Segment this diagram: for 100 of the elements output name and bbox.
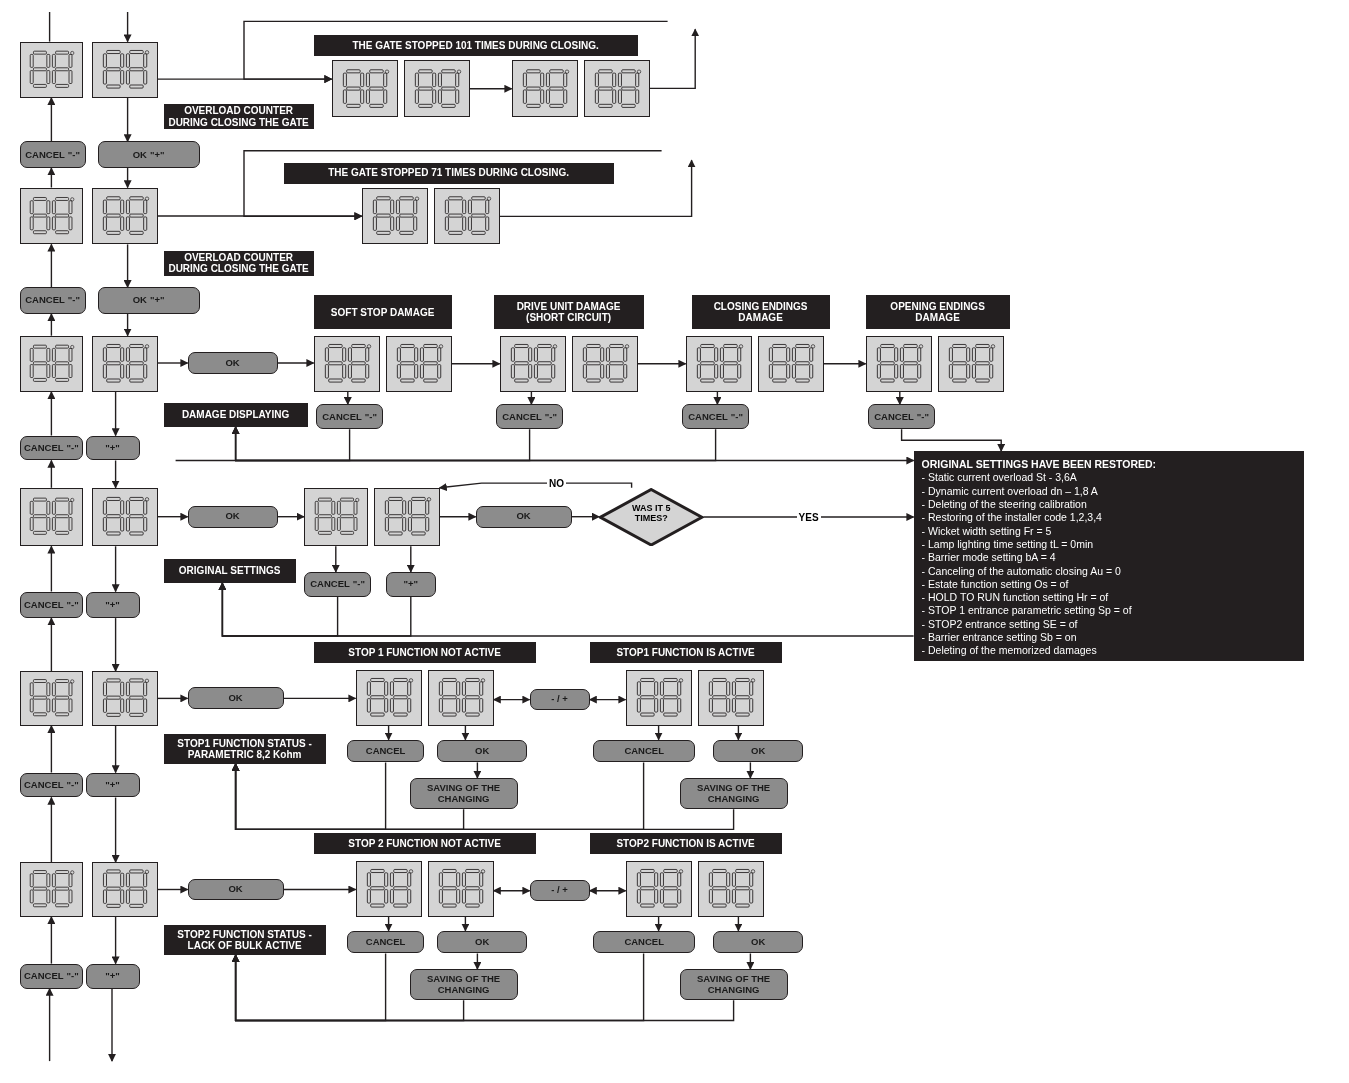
keypad-button: OK — [713, 739, 804, 763]
keypad-button: SAVING OF THE CHANGING — [679, 969, 788, 1001]
display-panel — [91, 187, 158, 245]
info-panel — [913, 451, 1304, 661]
keypad-button: OK — [713, 930, 804, 954]
arrow — [156, 212, 363, 220]
keypad-button: CANCEL "-" — [304, 572, 372, 597]
list-item: - Restoring of the installer code 1,2,3,4 — [921, 511, 1103, 525]
arrow — [156, 359, 189, 367]
display-panel — [865, 335, 932, 392]
arrow — [218, 582, 915, 637]
keypad-button: OK "+" — [97, 287, 200, 314]
arrow — [47, 459, 56, 489]
arrow — [123, 97, 132, 143]
heading-band: STOP1 FUNCTION STATUS - PARAMETRIC 8,2 Kohm — [163, 734, 326, 764]
keypad-button: OK — [187, 352, 278, 374]
arrow — [702, 513, 915, 521]
keypad-button: OK — [437, 739, 528, 763]
arrow — [45, 987, 54, 1062]
list-item: - Static current overload St - 3,6A — [921, 471, 1078, 485]
list-item: - Lamp lighting time setting tL = 0min — [921, 537, 1095, 552]
arrow — [492, 695, 531, 704]
display-panel — [697, 860, 764, 917]
arrow — [231, 763, 735, 831]
heading-band: THE GATE STOPPED 101 TIMES DURING CLOSING. — [313, 35, 638, 57]
heading-band: SOFT STOP DAMAGE — [313, 295, 452, 330]
arrow — [406, 545, 415, 573]
display-panel — [427, 669, 494, 726]
keypad-button: "+" — [85, 772, 140, 798]
heading-band: OVERLOAD COUNTER DURING CLOSING THE GATE — [163, 104, 314, 129]
display-panel — [19, 862, 84, 917]
keypad-button: SAVING OF THE CHANGING — [679, 777, 788, 810]
display-panel — [373, 487, 440, 547]
arrow — [47, 313, 56, 337]
display-panel — [625, 669, 692, 726]
display-panel — [313, 335, 380, 392]
arrow — [111, 617, 120, 672]
keypad-button: OK — [187, 505, 278, 528]
keypad-button: "+" — [85, 963, 140, 989]
heading-band: DAMAGE DISPLAYING — [163, 402, 308, 427]
arrow — [47, 243, 56, 288]
display-panel — [91, 335, 158, 392]
arrow — [895, 391, 904, 406]
heading-band: CLOSING ENDINGS DAMAGE — [691, 295, 830, 330]
arrow — [654, 725, 663, 741]
display-panel — [625, 860, 692, 917]
arrow — [231, 426, 717, 462]
arrow — [461, 725, 470, 741]
arrow — [498, 159, 696, 218]
display-panel — [403, 60, 470, 118]
list-item: - Canceling of the automatic closing Au = 0 — [921, 564, 1122, 578]
keypad-button: OK — [187, 878, 284, 901]
arrow — [276, 359, 315, 367]
arrow — [282, 694, 357, 703]
decision-text: WAS IT 5 TIMES? — [631, 504, 672, 524]
arrow — [384, 916, 393, 932]
keypad-button: CANCEL "-" — [19, 591, 84, 619]
arrow — [438, 482, 633, 491]
list-item: - Wicket width setting Fr = 5 — [921, 524, 1053, 538]
keypad-button: CANCEL "-" — [682, 404, 750, 430]
arrow — [734, 916, 743, 932]
arrow — [156, 512, 189, 521]
arrow — [492, 886, 531, 895]
keypad-button: CANCEL — [593, 930, 696, 954]
arrow — [47, 167, 56, 189]
arrow — [231, 954, 735, 1022]
keypad-button: OK "+" — [97, 141, 200, 168]
display-panel — [499, 335, 566, 392]
arrow — [47, 796, 56, 863]
list-item: - Estate function setting Os = of — [921, 577, 1070, 592]
heading-band: STOP2 FUNCTION IS ACTIVE — [589, 833, 782, 855]
arrow — [654, 916, 663, 932]
arrow — [343, 391, 352, 406]
arrow — [384, 725, 393, 741]
display-panel — [361, 187, 428, 245]
heading-band: STOP 1 FUNCTION NOT ACTIVE — [313, 642, 536, 664]
heading-band: STOP 2 FUNCTION NOT ACTIVE — [313, 833, 536, 855]
display-panel — [433, 187, 500, 245]
heading-band: OVERLOAD COUNTER DURING CLOSING THE GATE — [163, 250, 314, 276]
arrow — [734, 725, 743, 741]
arrow — [746, 761, 755, 779]
arrow — [111, 796, 120, 863]
keypad-button: "+" — [385, 572, 436, 597]
arrow — [570, 512, 600, 521]
arrow — [588, 886, 627, 895]
arrow — [108, 987, 116, 1062]
keypad-button: CANCEL "-" — [868, 404, 936, 430]
list-item: - Deleting of the steering calibration — [921, 498, 1088, 512]
arrow — [47, 391, 56, 437]
arrow — [243, 20, 669, 84]
keypad-button: OK — [437, 930, 528, 954]
arrow — [473, 952, 482, 970]
arrow — [900, 428, 1006, 452]
connector-line — [48, 11, 51, 43]
display-panel — [19, 335, 84, 392]
display-panel — [937, 335, 1004, 392]
arrow — [156, 885, 189, 894]
arrow — [746, 952, 755, 970]
list-item: - Barrier entrance setting Sb = on — [921, 631, 1078, 645]
keypad-button: "+" — [85, 591, 140, 619]
